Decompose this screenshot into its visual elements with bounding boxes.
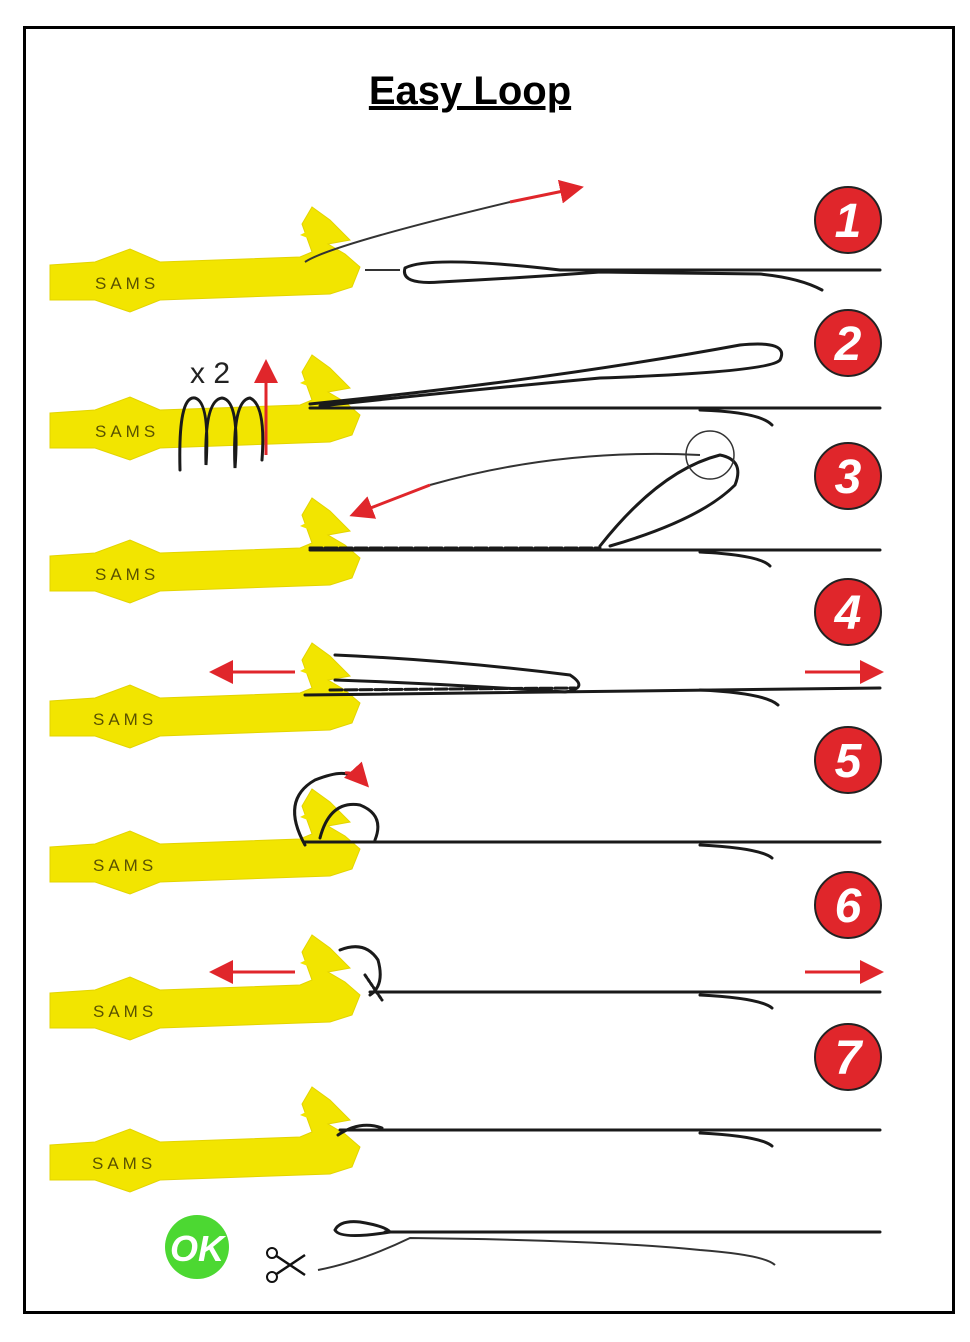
step-number: 3 [835, 451, 862, 504]
tool-brand-label: SAMS [93, 710, 157, 729]
step-number: 4 [834, 587, 862, 640]
ok-label: OK [170, 1228, 227, 1269]
tool-brand-label: SAMS [93, 856, 157, 875]
diagram-frame [23, 26, 955, 1314]
step-badge-4: 4 [814, 578, 882, 646]
line-step-6 [209, 945, 884, 1010]
step-number: 2 [834, 318, 862, 371]
line-step-4 [209, 653, 884, 707]
step-badge-2: 2 [814, 309, 882, 377]
tool-brand-label: SAMS [95, 565, 159, 584]
tool-step-5: SAMS [49, 788, 361, 895]
line-step-2: x 2 [178, 342, 882, 472]
step-number: 6 [835, 880, 862, 933]
step-badge-6: 6 [814, 871, 882, 939]
step-badge-7: 7 [814, 1023, 882, 1091]
step-number: 1 [835, 195, 862, 248]
tool-step-2: SAMS [49, 354, 361, 461]
step-badge-5: 5 [814, 726, 882, 794]
step-badge-3: 3 [814, 442, 882, 510]
step-badge-1: 1 [814, 186, 882, 254]
line-step-7 [336, 1123, 882, 1148]
step-number: 5 [835, 735, 863, 788]
tool-step-7: SAMS [49, 1086, 361, 1193]
scissors-icon [266, 1247, 306, 1283]
tool-brand-label: SAMS [92, 1154, 156, 1173]
twist-count-note: x 2 [190, 357, 230, 390]
line-step-1 [304, 179, 882, 292]
tool-brand-label: SAMS [93, 1002, 157, 1021]
line-final [317, 1220, 882, 1271]
tool-brand-label: SAMS [95, 274, 159, 293]
tool-step-4: SAMS [49, 642, 361, 749]
ok-badge: OK [165, 1215, 229, 1279]
page-title: Easy Loop [369, 69, 571, 113]
tool-step-1: SAMS [49, 206, 361, 313]
tool-step-6: SAMS [49, 934, 361, 1041]
line-step-5 [293, 761, 882, 860]
tool-step-3: SAMS [49, 497, 361, 604]
tool-brand-label: SAMS [95, 422, 159, 441]
step-number: 7 [835, 1032, 864, 1085]
line-step-3 [308, 430, 882, 568]
